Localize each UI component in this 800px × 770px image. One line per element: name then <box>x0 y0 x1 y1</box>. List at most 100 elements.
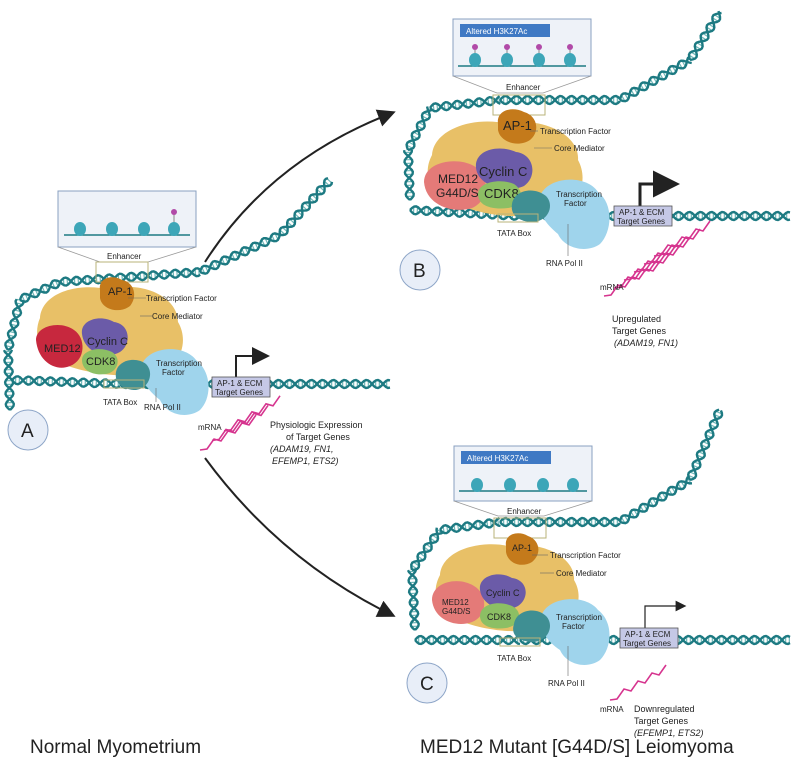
dna-upper-c <box>499 516 621 528</box>
mrna-strand <box>643 228 701 265</box>
tata-box-label: TATA Box <box>103 398 137 407</box>
panel-b-circle <box>399 249 441 291</box>
core-mediator-label: Core Mediator <box>556 569 607 578</box>
panel-a-letter: A <box>21 421 34 442</box>
rna-pol-ii <box>539 179 610 249</box>
rna-pol-ii <box>541 599 610 665</box>
cyclin-c-blob <box>475 148 533 190</box>
target-label-2: Target Genes <box>623 639 671 648</box>
result-line-1: Physiologic Expression <box>270 420 363 430</box>
result-line-3: (EFEMP1, ETS2) <box>634 728 704 738</box>
transcription-factor-label: Transcription Factor <box>550 551 621 560</box>
target-label-1: AP-1 & ECM <box>217 379 263 388</box>
cdk8-blob <box>480 603 520 629</box>
enhancer-label: Enhancer <box>506 83 541 92</box>
med12-blob <box>36 325 83 368</box>
dna-upper-b <box>429 95 501 113</box>
dna-upper-a <box>59 267 201 287</box>
med12-label-1: MED12 <box>442 598 469 607</box>
dna-upper-c <box>618 476 693 525</box>
target-label-1: AP-1 & ECM <box>619 208 665 217</box>
mrna-strand <box>223 395 281 432</box>
dna-upper-a <box>278 176 334 237</box>
target-label-2: Target Genes <box>215 388 263 397</box>
promoter-arrow <box>235 347 270 378</box>
panel-c-letter: C <box>420 674 434 695</box>
nucleosome-group <box>471 478 579 492</box>
result-line-2: of Target Genes <box>286 432 350 442</box>
cdk8-label: CDK8 <box>484 186 519 201</box>
tf-lower-label-2: Factor <box>162 368 185 377</box>
altered-banner-label: Altered H3K27Ac <box>466 27 527 36</box>
tf-lower-label-2: Factor <box>564 199 587 208</box>
arrow-to-panel-c <box>204 457 396 617</box>
tf-lower-label-1: Transcription <box>556 613 602 622</box>
panel-a-circle <box>7 409 49 451</box>
result-line-3: (ADAM19, FN1, <box>270 444 334 454</box>
med12-label-1: MED12 <box>438 172 478 186</box>
ap1-label: AP-1 <box>503 118 532 133</box>
mrna-strands <box>603 220 711 297</box>
dna-upper-a <box>4 298 25 352</box>
dna-upper-b <box>687 10 722 62</box>
mrna-strand <box>609 664 667 701</box>
result-line-2: Target Genes <box>612 326 667 336</box>
mrna-strands <box>199 395 281 451</box>
ap1-label: AP-1 <box>108 286 132 298</box>
panel-downregulated: Altered H3K27Ac Enhancer AP-1 MED12 G44D… <box>406 445 704 738</box>
dna-upper-c <box>439 516 501 535</box>
enhancer-inset <box>57 190 197 248</box>
target-genes-box <box>613 205 673 227</box>
cyclin-c-blob <box>81 318 128 356</box>
transcription-factor-lower <box>513 610 550 642</box>
cyclin-c-label: Cyclin C <box>479 164 527 179</box>
transcription-factor-lower <box>115 359 151 390</box>
core-mediator-label: Core Mediator <box>152 312 203 321</box>
rna-pol-ii <box>141 349 209 415</box>
altered-banner-label: Altered H3K27Ac <box>467 454 528 463</box>
tata-box-label: TATA Box <box>497 229 531 238</box>
cdk8-blob <box>82 349 118 375</box>
target-label-1: AP-1 & ECM <box>625 630 671 639</box>
nucleosome-group <box>469 44 576 67</box>
tf-lower-label-2: Factor <box>562 622 585 631</box>
ap1-blob <box>505 533 539 565</box>
result-line-1: Downregulated <box>634 704 695 714</box>
med12-label-2: G44D/S <box>442 607 470 616</box>
mrna-label: mRNA <box>600 283 624 292</box>
cdk8-label: CDK8 <box>86 356 115 368</box>
rna-pol-ii-label: RNA Pol II <box>546 259 583 268</box>
panel-b-letter: B <box>413 261 426 282</box>
altered-banner <box>460 24 550 37</box>
cyclin-c-blob <box>479 574 526 610</box>
rna-pol-ii-label: RNA Pol II <box>144 403 181 412</box>
arrow-to-panel-b <box>204 109 396 263</box>
dna-lower-a <box>11 375 121 390</box>
dna-upper-b <box>618 56 692 103</box>
ap1-label: AP-1 <box>512 543 532 553</box>
transcription-factor-label: Transcription Factor <box>146 294 217 303</box>
target-label-2: Target Genes <box>617 217 665 226</box>
core-mediator-label: Core Mediator <box>554 144 605 153</box>
promoter-arrow <box>644 600 687 628</box>
dna-upper-b <box>402 149 415 201</box>
cyclin-c-label: Cyclin C <box>87 336 128 348</box>
dna-upper-c <box>686 408 724 482</box>
cyclin-c-label: Cyclin C <box>486 588 520 598</box>
result-line-2: Target Genes <box>634 716 689 726</box>
rna-pol-ii-label: RNA Pol II <box>548 679 585 688</box>
ap1-blob <box>99 277 135 311</box>
dna-upper-c <box>410 527 444 572</box>
cdk8-label: CDK8 <box>487 612 511 622</box>
dna-upper-a <box>18 279 62 303</box>
promoter-arrow <box>638 170 680 208</box>
result-line-4: EFEMP1, ETS2) <box>272 456 339 466</box>
panel-upregulated: Altered H3K27Ac Enhancer AP-1 MED12 G44D… <box>399 18 711 348</box>
transcription-factor-label: Transcription Factor <box>540 127 611 136</box>
med12-blob <box>432 581 485 624</box>
result-line-3: (ADAM19, FN1) <box>614 338 678 348</box>
med12-blob <box>424 161 486 210</box>
dna-upper-b <box>405 106 434 152</box>
caption-normal: Normal Myometrium <box>30 737 202 758</box>
mrna-label: mRNA <box>198 423 222 432</box>
